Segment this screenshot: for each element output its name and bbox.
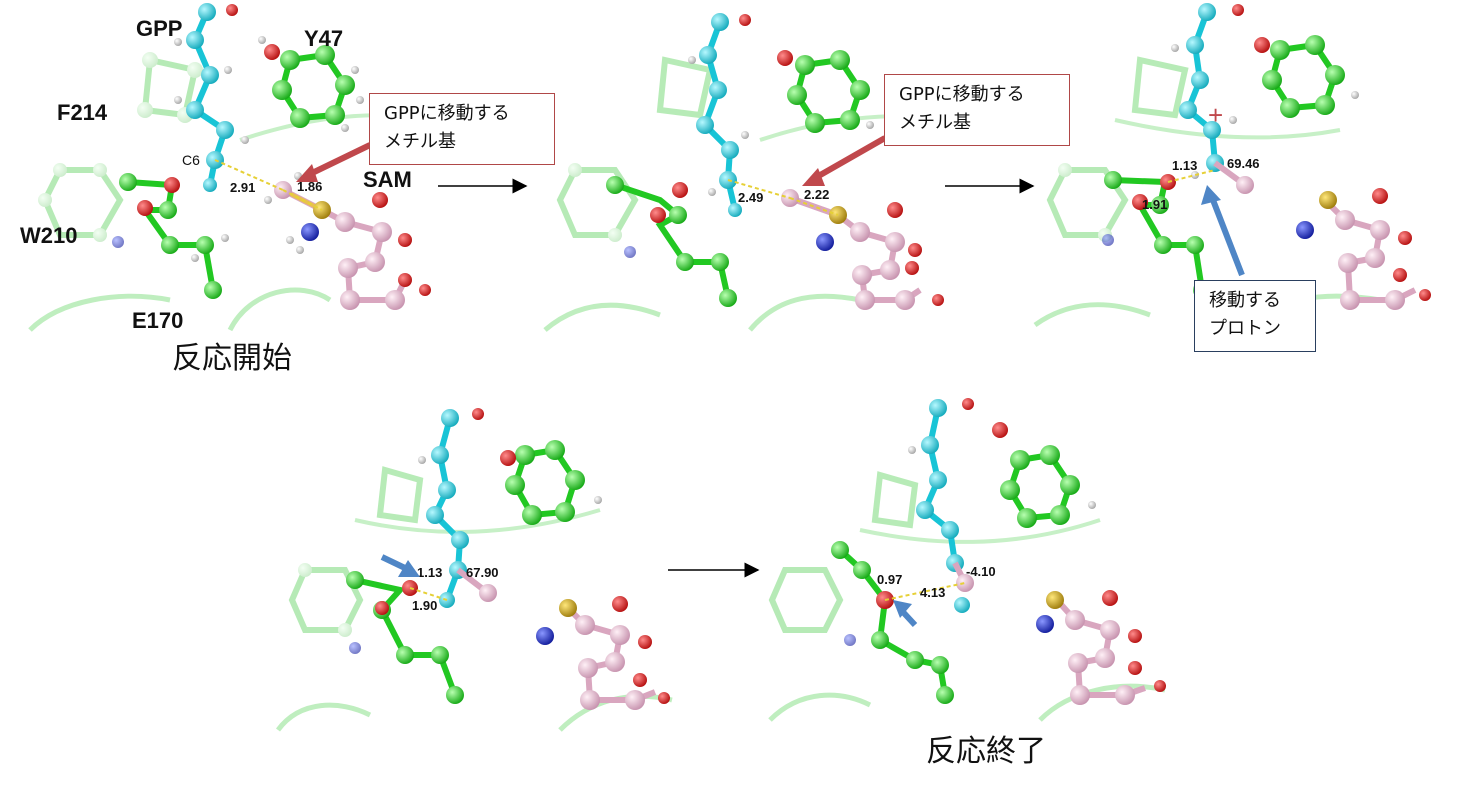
- panel-4: 1.13 67.90 1.90: [275, 408, 673, 732]
- blue-arrow-head: [398, 560, 420, 577]
- methyl-carbon: [1236, 176, 1254, 194]
- protein-ribbon: [768, 683, 1166, 722]
- e170-residue: [831, 541, 954, 704]
- proton-carbon: [954, 597, 970, 613]
- protein-ribbon: [859, 518, 1101, 544]
- gpp-molecule: [1171, 3, 1244, 179]
- protein-ribbon: [1114, 118, 1341, 140]
- distance-value: 69.46: [1227, 156, 1260, 171]
- y47-residue: [777, 50, 874, 133]
- red-arrow: [306, 142, 372, 178]
- callout-methyl-group: GPPに移動する メチル基: [884, 74, 1070, 146]
- background-residues: [38, 52, 203, 242]
- sam-molecule: [1036, 590, 1166, 705]
- label-f214: F214: [57, 100, 108, 125]
- red-arrow-head: [296, 164, 318, 182]
- sam-molecule: [536, 596, 670, 710]
- y47-residue: [992, 422, 1096, 528]
- callout-methyl-group: GPPに移動する メチル基: [369, 93, 555, 165]
- callout-proton: 移動する プロトン: [1194, 280, 1316, 352]
- distance-line: [1167, 169, 1216, 183]
- distance-value: 2.49: [738, 190, 763, 205]
- label-e170: E170: [132, 308, 183, 333]
- distance-value: 4.13: [920, 585, 945, 600]
- e170-residue: [346, 571, 464, 704]
- e170-residue: [112, 173, 229, 299]
- callout-line: プロトン: [1209, 318, 1281, 339]
- panel-5: 0.97 -4.10 4.13: [768, 398, 1166, 722]
- label-w210: W210: [20, 223, 77, 248]
- red-arrow-head: [802, 168, 825, 186]
- callout-line: 移動する: [1209, 290, 1281, 311]
- positive-charge: +: [1208, 100, 1223, 130]
- stage-label-start: 反応開始: [172, 341, 292, 376]
- distance-value: 2.22: [804, 187, 829, 202]
- red-arrow: [813, 135, 887, 181]
- background-residues: [556, 56, 714, 242]
- distance-value: 67.90: [466, 565, 499, 580]
- panel-3: 1.13 69.46 1.91 +: [1033, 3, 1431, 328]
- e170-residue: [606, 176, 737, 307]
- y47-residue: [500, 440, 602, 525]
- blue-arrow: [380, 554, 407, 571]
- y47-residue: [258, 36, 364, 132]
- gpp-molecule: [908, 398, 974, 572]
- protein-ribbon: [543, 293, 861, 332]
- distance-value: 2.91: [230, 180, 255, 195]
- label-y47: Y47: [304, 26, 343, 51]
- background-residues: [288, 466, 424, 637]
- callout-line: GPPに移動する: [384, 103, 510, 124]
- y47-residue: [1254, 35, 1359, 118]
- distance-value: 1.13: [1172, 158, 1197, 173]
- blue-arrow: [1210, 198, 1245, 277]
- distance-value: 1.86: [297, 179, 322, 194]
- callout-line: GPPに移動する: [899, 84, 1025, 105]
- label-sam: SAM: [363, 167, 412, 192]
- label-gpp: GPP: [136, 16, 182, 41]
- distance-line: [282, 189, 323, 211]
- distance-line: [214, 159, 284, 191]
- panel-2: 2.49 2.22: [543, 13, 944, 332]
- protein-ribbon: [28, 287, 332, 332]
- distance-value: -4.10: [966, 564, 996, 579]
- callout-line: メチル基: [384, 131, 456, 152]
- callout-line: メチル基: [899, 112, 971, 133]
- label-c6: C6: [182, 152, 200, 168]
- stage-label-end: 反応終了: [926, 734, 1046, 769]
- blue-arrow: [900, 609, 918, 628]
- distance-value: 1.91: [1142, 197, 1167, 212]
- methyl-carbon: [956, 574, 974, 592]
- distance-value: 1.90: [412, 598, 437, 613]
- methyl-carbon: [479, 584, 497, 602]
- distance-value: 1.13: [417, 565, 442, 580]
- distance-line: [727, 179, 791, 199]
- blue-arrow-head: [893, 600, 912, 618]
- background-residues: [768, 471, 919, 633]
- distance-line: [789, 197, 839, 216]
- background-residues: [1046, 56, 1189, 242]
- panel-1: GPP Y47 F214 W210 E170 SAM C6 2.91 1.86: [20, 3, 431, 333]
- blue-arrow-head: [1201, 185, 1221, 205]
- sam-molecule: [781, 189, 944, 310]
- distance-value: 0.97: [877, 572, 902, 587]
- sam-molecule: [1296, 188, 1431, 310]
